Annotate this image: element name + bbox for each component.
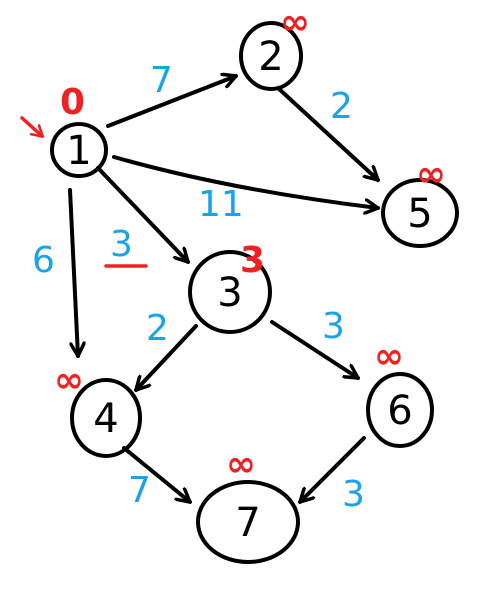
distance-node-1: 0: [60, 82, 85, 123]
node-6: 6: [366, 372, 434, 448]
weight-1-4: 6: [32, 240, 55, 281]
node-7: 7: [196, 480, 300, 564]
weight-6-7: 3: [342, 474, 365, 515]
node-5: 5: [381, 178, 459, 248]
weight-3-4: 2: [146, 308, 169, 349]
node-1-label: 1: [66, 128, 91, 174]
distance-node-7: ∞: [226, 444, 256, 485]
edge-3-4: [134, 324, 198, 392]
weight-3-6: 3: [322, 306, 345, 347]
distance-node-4: ∞: [54, 360, 84, 401]
start-arrow-icon: [20, 116, 42, 136]
distance-node-6: ∞: [374, 336, 404, 377]
node-4: 4: [70, 378, 142, 458]
edge-2-5: [276, 86, 380, 182]
edge-1-4: [68, 188, 78, 358]
distances-layer: 0 ∞ 3 ∞ ∞ ∞ ∞: [54, 2, 446, 485]
distance-node-5: ∞: [416, 154, 446, 195]
weight-1-3: 3: [110, 224, 133, 265]
edge-6-7: [298, 436, 366, 504]
nodes-layer: 1 2 3 4 5 6 7: [50, 21, 459, 564]
edges-layer: [68, 76, 380, 504]
weight-4-7: 7: [128, 470, 151, 511]
node-3-label: 3: [217, 270, 242, 316]
edge-4-7: [122, 446, 192, 504]
edge-1-3: [96, 166, 190, 264]
edge-3-6: [270, 320, 360, 380]
distance-node-3: 3: [240, 240, 265, 281]
node-1: 1: [50, 122, 108, 178]
weight-2-5: 2: [330, 86, 353, 127]
node-6-label: 6: [387, 388, 412, 434]
node-2: 2: [239, 21, 303, 91]
node-2-label: 2: [258, 34, 283, 80]
node-5-label: 5: [407, 191, 432, 237]
weight-1-5: 11: [198, 184, 244, 225]
edge-1-2: [106, 76, 238, 128]
weights-layer: 7 2 11 3 6 2 3 7 3: [32, 60, 365, 515]
node-7-label: 7: [235, 500, 260, 546]
weight-1-2: 7: [150, 60, 173, 101]
distance-node-2: ∞: [280, 2, 310, 43]
node-4-label: 4: [93, 396, 118, 442]
edge-1-5: [112, 155, 380, 208]
node-3: 3: [188, 250, 272, 334]
